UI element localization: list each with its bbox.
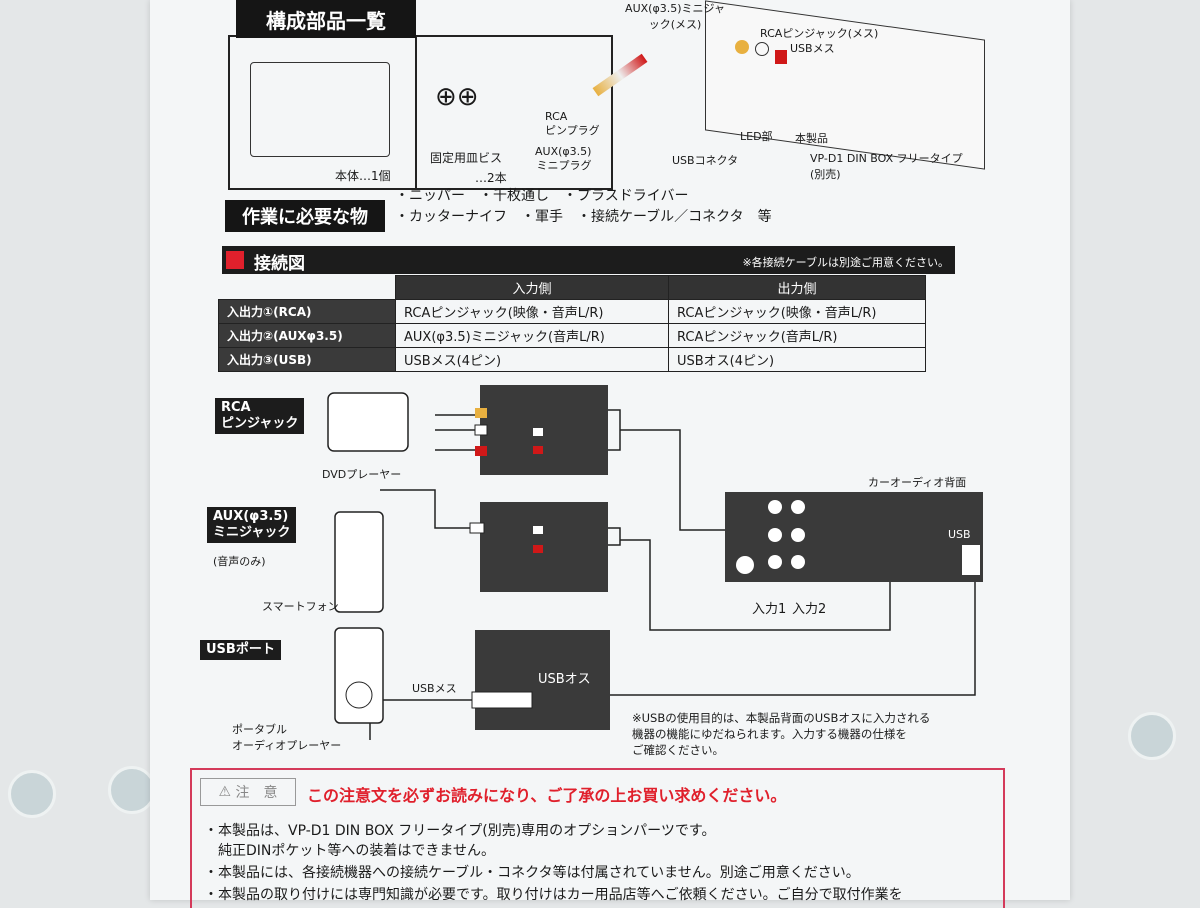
caution-item: ・本製品には、各接続機器への接続ケーブル・コネクタ等は付属されていません。別途ご… — [204, 865, 860, 881]
din-box-label: VP-D1 DIN BOX フリータイプ — [810, 152, 963, 165]
screws-qty: …2本 — [475, 171, 507, 185]
table-row: 入出力②(AUXφ3.5)AUX(φ3.5)ミニジャック(音声L/R)RCAピン… — [218, 323, 926, 348]
binder-hole — [1128, 712, 1176, 760]
aux-note: (音声のみ) — [213, 555, 266, 568]
tools-line-1: ・ニッパー ・千枚通し ・プラスドライバー — [395, 188, 689, 204]
main-unit-illustration — [250, 62, 390, 157]
aux-plug-label: AUX(φ3.5) ミニプラグ — [535, 145, 592, 172]
rca-jack-red — [775, 50, 787, 64]
rca-jack-yellow — [735, 40, 749, 54]
wiring-header-bar: 接続図 ※各接続ケーブルは別途ご用意ください。 — [222, 246, 955, 274]
header-output: 出力側 — [668, 275, 926, 300]
din-box-note: (別売) — [810, 168, 841, 181]
wiring-section-title: 接続図 — [254, 254, 305, 274]
io-table: 入力側出力側 入出力①(RCA) RCAピンジャック(映像・音声L/R)RCAピン… — [218, 275, 926, 372]
usb-tag: USBポート — [200, 640, 281, 660]
car-usb-label: USB — [948, 528, 971, 541]
caution-item: ・本製品は、VP-D1 DIN BOX フリータイプ(別売)専用のオプションパー… — [204, 823, 716, 839]
tools-line-2: ・カッターナイフ ・軍手 ・接続ケーブル／コネクタ 等 — [395, 209, 772, 225]
red-square-marker — [226, 251, 244, 269]
usb-male-label: USBオス — [538, 672, 591, 687]
row-label: 入出力③(USB) — [218, 347, 396, 372]
main-unit-label: 本体…1個 — [335, 169, 391, 183]
dvd-player-label: DVDプレーヤー — [322, 468, 402, 481]
cell-input: AUX(φ3.5)ミニジャック(音声L/R) — [395, 323, 669, 348]
rca-plug-label: RCA ピンプラグ — [545, 110, 600, 137]
rca-jack-white — [755, 42, 769, 56]
usb-note: ※USBの使用目的は、本製品背面のUSBオスに入力される 機器の機能にゆだねられ… — [632, 711, 931, 757]
caution-item: 純正DINポケット等への装着はできません。 — [204, 843, 495, 859]
product-label: 本製品 — [795, 132, 828, 145]
header-input: 入力側 — [395, 275, 669, 300]
tools-section-title: 作業に必要な物 — [225, 200, 385, 232]
aux-tag: AUX(φ3.5) ミニジャック — [207, 507, 297, 543]
smartphone-label: スマートフォン — [262, 600, 339, 613]
parts-box: 本体…1個 ⊕⊕ 固定用皿ビス …2本 — [228, 35, 613, 190]
screws-label: 固定用皿ビス — [430, 151, 503, 165]
cell-output: RCAピンジャック(音声L/R) — [668, 323, 926, 348]
usb-connector-label: USBコネクタ — [672, 154, 739, 167]
binder-hole — [8, 770, 56, 818]
cable-note: ※各接続ケーブルは別途ご用意ください。 — [742, 256, 949, 269]
warning-icon: ⚠ — [218, 784, 232, 800]
row-label: 入出力①(RCA) — [218, 299, 396, 324]
input1-label: 入力1 — [752, 602, 787, 617]
rca-jack-label: RCAピンジャック(メス) — [760, 27, 879, 40]
caution-headline: この注意文を必ずお読みになり、ご了承の上お買い求めください。 — [307, 786, 787, 805]
caution-box: ⚠ 注 意 この注意文を必ずお読みになり、ご了承の上お買い求めください。 ・本製… — [190, 768, 1005, 908]
input2-label: 入力2 — [792, 602, 827, 617]
usb-female-diagram-label: USBメス — [412, 682, 457, 695]
cell-output: USBオス(4ピン) — [668, 347, 926, 372]
binder-hole — [108, 766, 156, 814]
led-label: LED部 — [740, 130, 773, 143]
cell-output: RCAピンジャック(映像・音声L/R) — [668, 299, 926, 324]
portable-player-label: ポータブル オーディオプレーヤー — [232, 723, 342, 752]
car-audio-label: カーオーディオ背面 — [868, 476, 967, 489]
aux-jack-label: AUX(φ3.5)ミニジャック(メス) — [625, 2, 725, 31]
usb-female-label: USBメス — [790, 42, 835, 55]
screw-icon: ⊕⊕ — [435, 82, 479, 112]
cell-input: USBメス(4ピン) — [395, 347, 669, 372]
caution-badge-text: 注 意 — [235, 785, 278, 801]
caution-item: ・本製品の取り付けには専門知識が必要です。取り付けはカー用品店等へご依頼ください… — [204, 887, 903, 903]
row-label: 入出力②(AUXφ3.5) — [218, 323, 396, 348]
parts-section-title: 構成部品一覧 — [236, 0, 416, 38]
caution-badge: ⚠ 注 意 — [200, 778, 296, 806]
table-row: 入出力③(USB)USBメス(4ピン)USBオス(4ピン) — [218, 347, 926, 372]
rca-tag: RCA ピンジャック — [215, 398, 305, 434]
